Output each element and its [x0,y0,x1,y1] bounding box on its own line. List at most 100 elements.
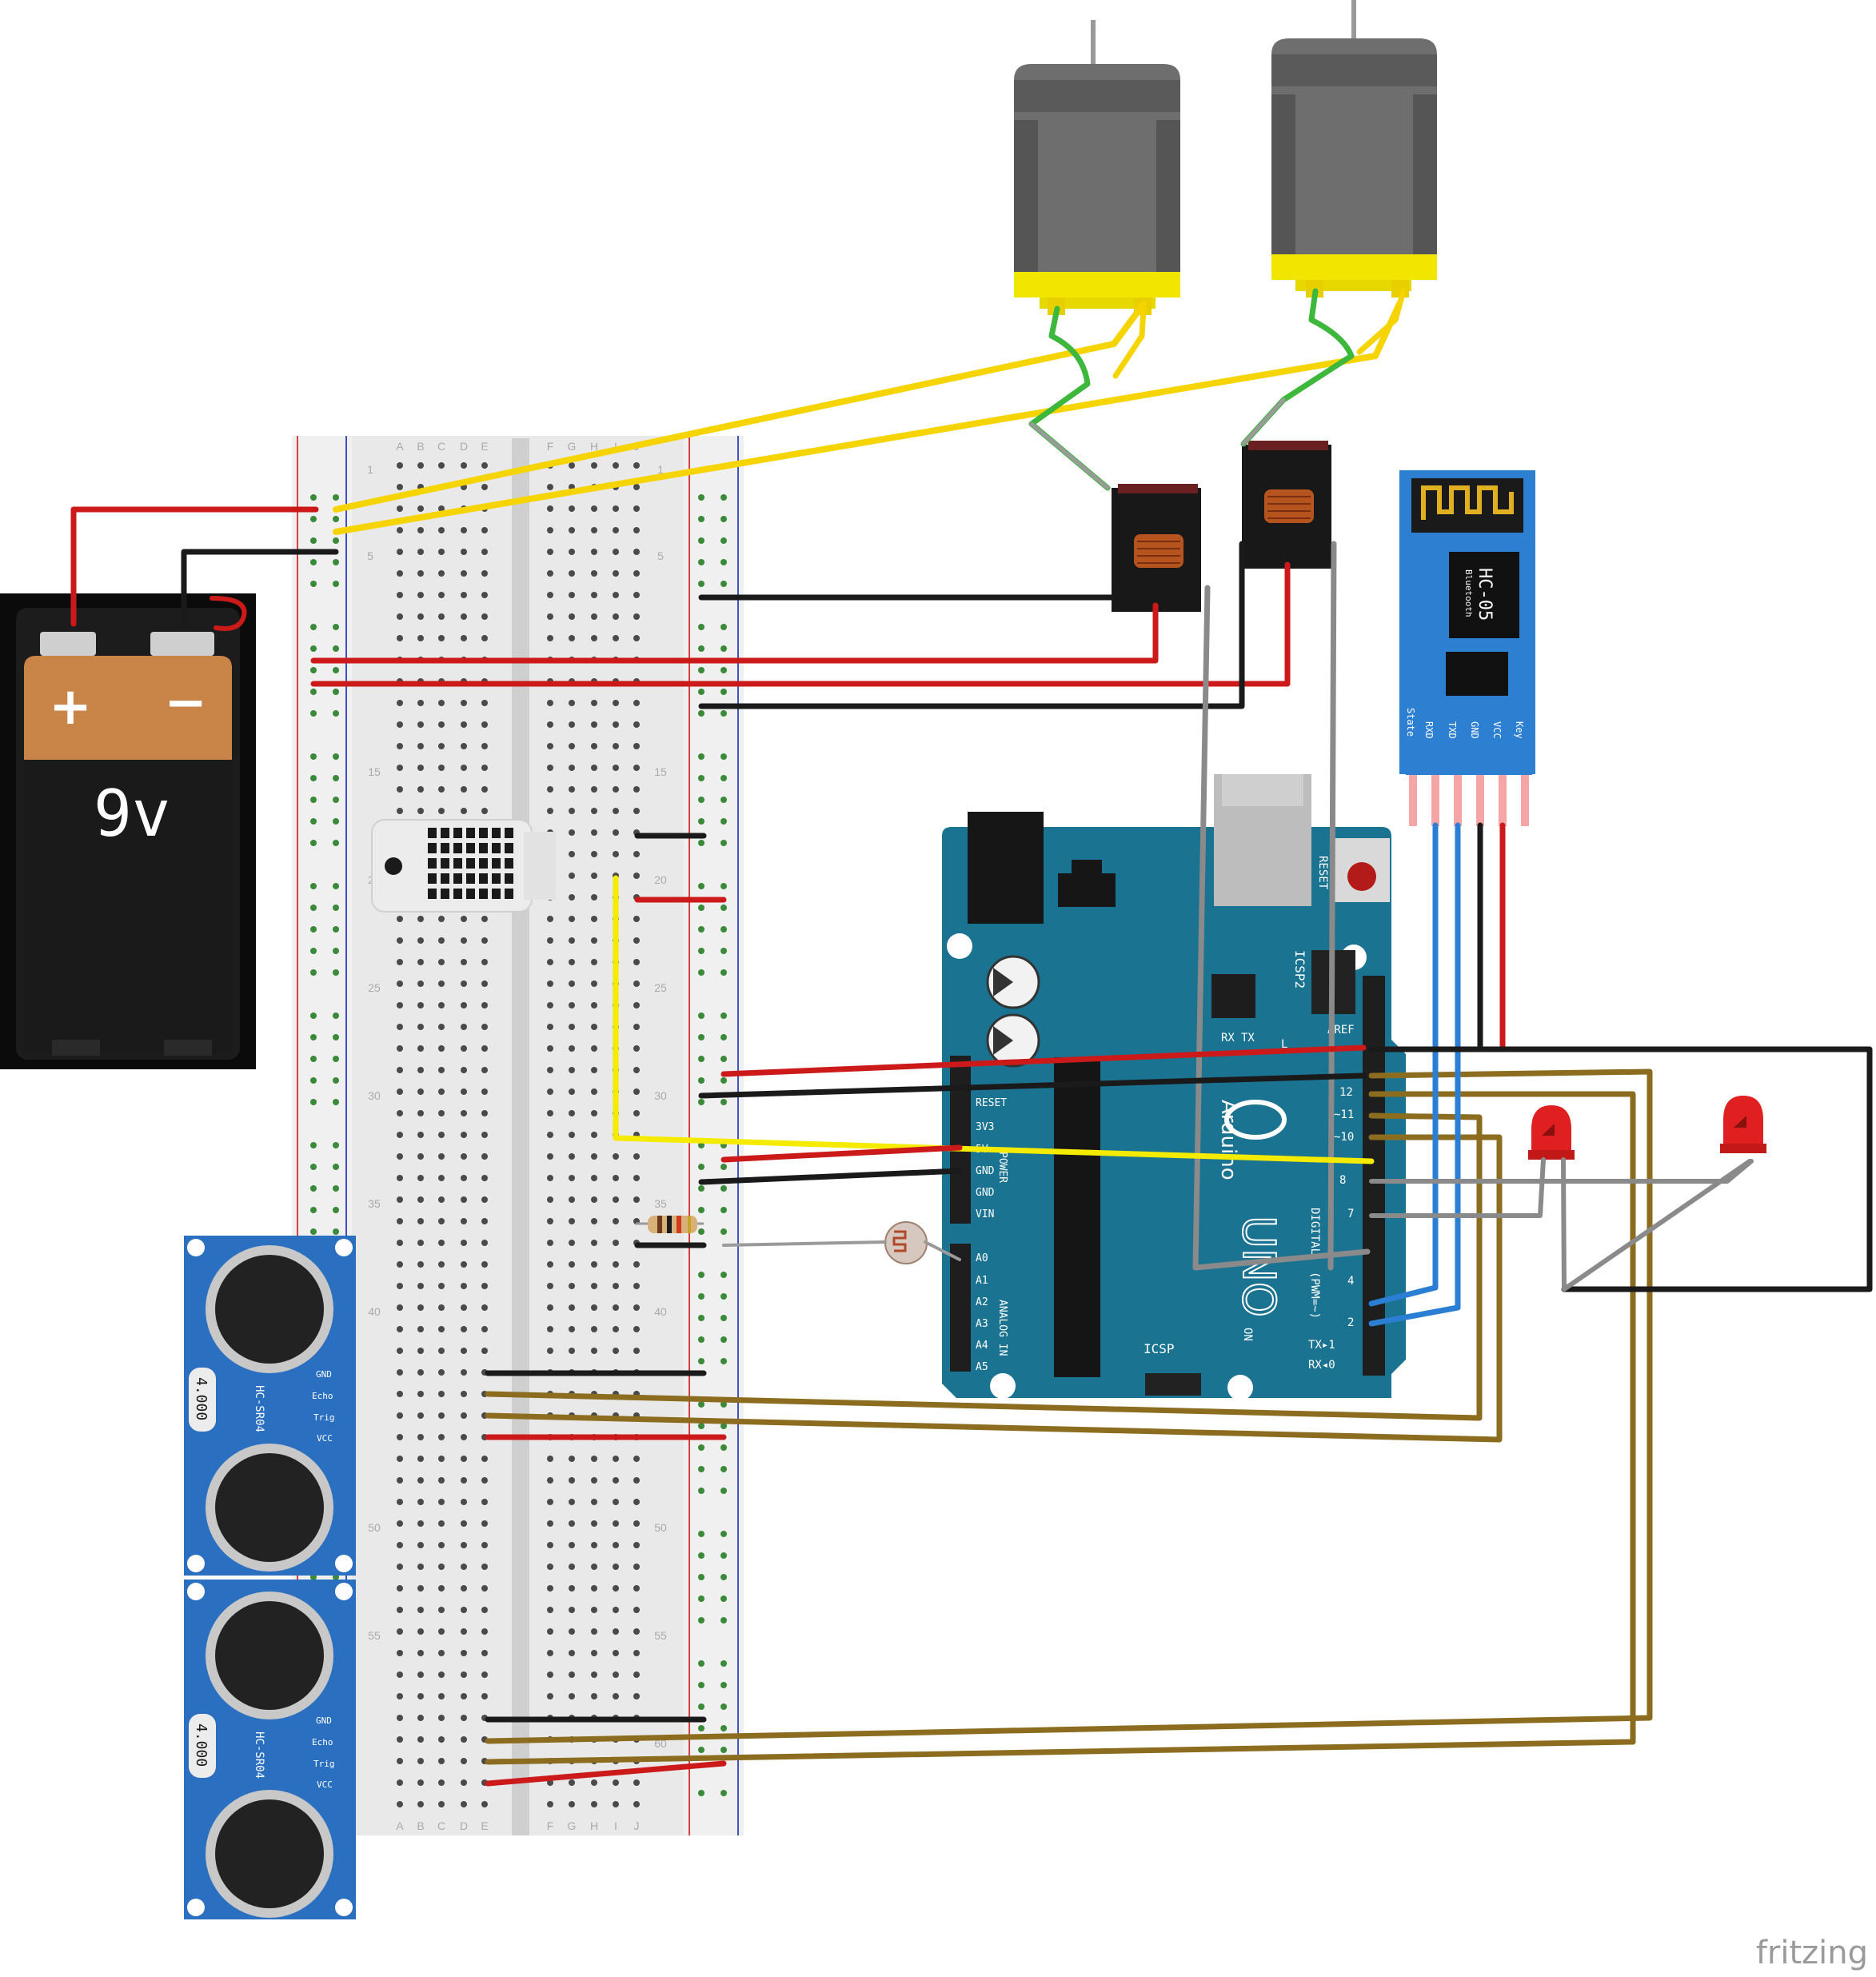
breadboard-hole [569,462,575,469]
hc05-sub-label: Bluetooth [1463,569,1474,617]
breadboard-hole [417,1607,424,1613]
arduino-pin-a5: A5 [976,1361,988,1373]
breadboard-hole [481,1477,488,1484]
breadboard-hole [461,527,467,533]
breadboard-hole [438,613,445,620]
breadboard-hole [461,1412,467,1419]
arduino-pin-12: 12 [1339,1086,1353,1099]
wire-motor2-gray [1241,397,1286,446]
breadboard-hole [698,926,704,933]
breadboard-hole [438,527,445,533]
breadboard-hole [633,1261,640,1268]
breadboard-hole [397,1628,403,1635]
breadboard-hole [481,1132,488,1138]
breadboard-hole [633,786,640,793]
breadboard-hole [613,700,619,706]
wire-relay1-signal [1192,585,1371,1271]
breadboard-hole [461,721,467,728]
breadboard-hole [613,1218,619,1224]
breadboard-hole [310,1012,317,1019]
col-letter-d: D [460,440,468,453]
breadboard-hole [417,786,424,793]
breadboard-hole [547,1607,553,1613]
led-die [1542,1124,1555,1136]
breadboard-hole [397,1110,403,1116]
wire-ldr-a0 [924,1240,961,1261]
breadboard-hole [633,1088,640,1095]
breadboard-hole [438,959,445,965]
breadboard-hole [547,959,553,965]
breadboard-hole [333,818,339,825]
breadboard-hole [720,840,727,846]
col-letter-c: C [437,440,445,453]
breadboard-hole [591,1304,597,1311]
resistor-band [657,1216,662,1233]
breadboard-hole [591,1499,597,1505]
breadboard-hole [698,1228,704,1235]
arduino-analog-label: ANALOG IN [996,1300,1008,1356]
dc-motor-1 [1014,20,1180,315]
breadboard-hole [698,1034,704,1040]
led-die [1734,1116,1746,1128]
breadboard-hole [698,581,704,587]
arduino-l-label: L [1281,1038,1287,1051]
breadboard-hole [569,829,575,836]
breadboard-hole [613,1671,619,1678]
breadboard-hole [333,624,339,630]
breadboard-hole [417,1434,424,1440]
arduino-reset-button[interactable] [1347,862,1376,891]
breadboard-hole [547,1564,553,1570]
breadboard-hole [591,786,597,793]
wire-led1-signal [1369,1157,1546,1218]
arduino-uno: RESET ICSP2 ICSP RESET 3V3 5V GND GND VI… [942,774,1406,1400]
breadboard-hole [417,1779,424,1786]
breadboard-hole [591,1002,597,1008]
breadboard-hole [698,1077,704,1084]
breadboard-hole [591,549,597,555]
breadboard-hole [720,624,727,630]
breadboard-hole [333,840,339,846]
breadboard-hole [397,1434,403,1440]
relay-coil [1264,489,1314,523]
breadboard-hole [417,1067,424,1073]
breadboard-hole [417,1153,424,1160]
dht-vent-slot [466,828,475,838]
breadboard-hole [720,1747,727,1753]
breadboard-hole [633,765,640,771]
breadboard-hole [569,959,575,965]
sr04-transducer-mesh [215,1601,324,1710]
breadboard-hole [613,851,619,857]
arduino-pin-10: ~10 [1334,1131,1354,1144]
breadboard-hole [613,1326,619,1332]
resistor-band [688,1216,691,1233]
breadboard-hole [333,516,339,522]
breadboard-hole [417,613,424,620]
breadboard-hole [438,549,445,555]
breadboard-hole [481,937,488,944]
breadboard-hole [720,753,727,760]
breadboard-hole [569,613,575,620]
breadboard-hole [547,1196,553,1203]
dht-vent-slot [428,873,437,884]
breadboard-hole [569,937,575,944]
breadboard-hole [310,1207,317,1213]
breadboard-hole [461,462,467,469]
wire-arduino-5v-rail [720,1044,1367,1077]
breadboard-hole [417,765,424,771]
breadboard-hole [397,1369,403,1376]
breadboard-hole [397,1067,403,1073]
arduino-chip-small [1211,974,1255,1018]
breadboard-hole [397,1088,403,1095]
dht-vent-slot [466,889,475,899]
breadboard-hole [698,753,704,760]
breadboard-hole [569,592,575,598]
breadboard-hole [481,1650,488,1656]
breadboard-hole [417,1628,424,1635]
breadboard-hole [397,1585,403,1592]
arduino-pin-gnd-2: GND [976,1187,995,1199]
breadboard-hole [569,1002,575,1008]
row-number-20-right: 20 [654,873,667,886]
breadboard-hole [698,1185,704,1192]
resistor-band [677,1216,681,1233]
breadboard-hole [333,1012,339,1019]
